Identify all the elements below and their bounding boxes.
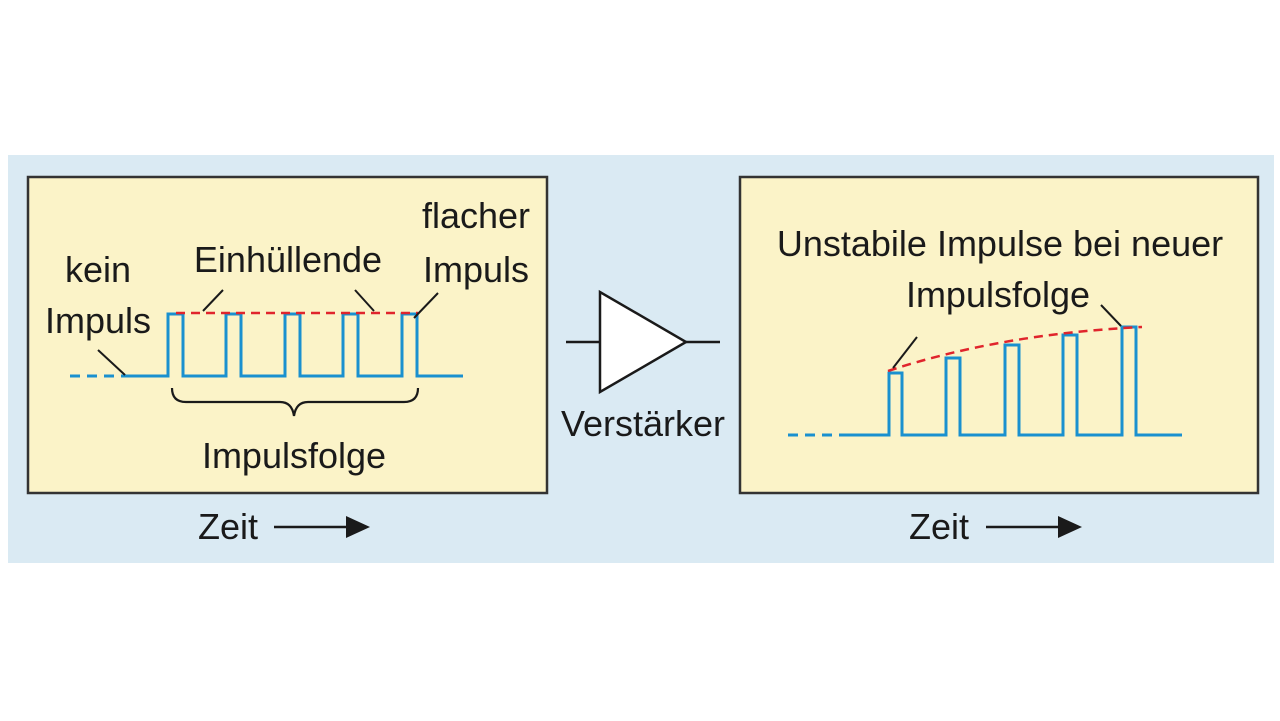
amplifier-triangle-icon xyxy=(598,289,689,395)
callout-envelope-left xyxy=(202,289,224,312)
right-envelope-line xyxy=(887,325,1143,373)
amplifier: Verstärker xyxy=(561,289,725,444)
callout-envelope-right xyxy=(354,289,375,312)
left-time-label: Zeit xyxy=(198,506,258,547)
right-panel-box xyxy=(738,175,1260,495)
right-time-axis: Zeit xyxy=(909,506,1082,547)
right-time-label: Zeit xyxy=(909,506,969,547)
left-time-axis: Zeit xyxy=(198,506,370,547)
callout-flat-pulse xyxy=(413,292,439,319)
amplifier-label: Verstärker xyxy=(561,403,725,444)
left-pulse-train xyxy=(122,312,463,378)
label-flat-pulse-line2: Impuls xyxy=(423,249,529,290)
left-panel: kein Impuls Einhüllende flacher Impuls I… xyxy=(26,175,549,495)
label-envelope: Einhüllende xyxy=(194,239,382,280)
callout-unstable-right xyxy=(1100,304,1122,327)
callout-unstable-left xyxy=(892,336,918,369)
label-no-pulse-line2: Impuls xyxy=(45,300,151,341)
left-panel-box xyxy=(26,175,549,495)
label-unstable-line2: Impulsfolge xyxy=(906,274,1090,315)
right-pulse-train xyxy=(846,325,1182,437)
label-no-pulse-line1: kein xyxy=(65,249,131,290)
left-time-arrow-icon xyxy=(346,516,370,538)
label-unstable-line1: Unstabile Impulse bei neuer xyxy=(777,223,1223,264)
label-pulse-train: Impulsfolge xyxy=(202,435,386,476)
callout-no-pulse xyxy=(97,349,126,376)
pulse-train-brace xyxy=(170,387,420,417)
right-time-arrow-icon xyxy=(1058,516,1082,538)
right-panel: Unstabile Impulse bei neuer Impulsfolge xyxy=(738,175,1260,495)
label-flat-pulse-line1: flacher xyxy=(422,195,530,236)
